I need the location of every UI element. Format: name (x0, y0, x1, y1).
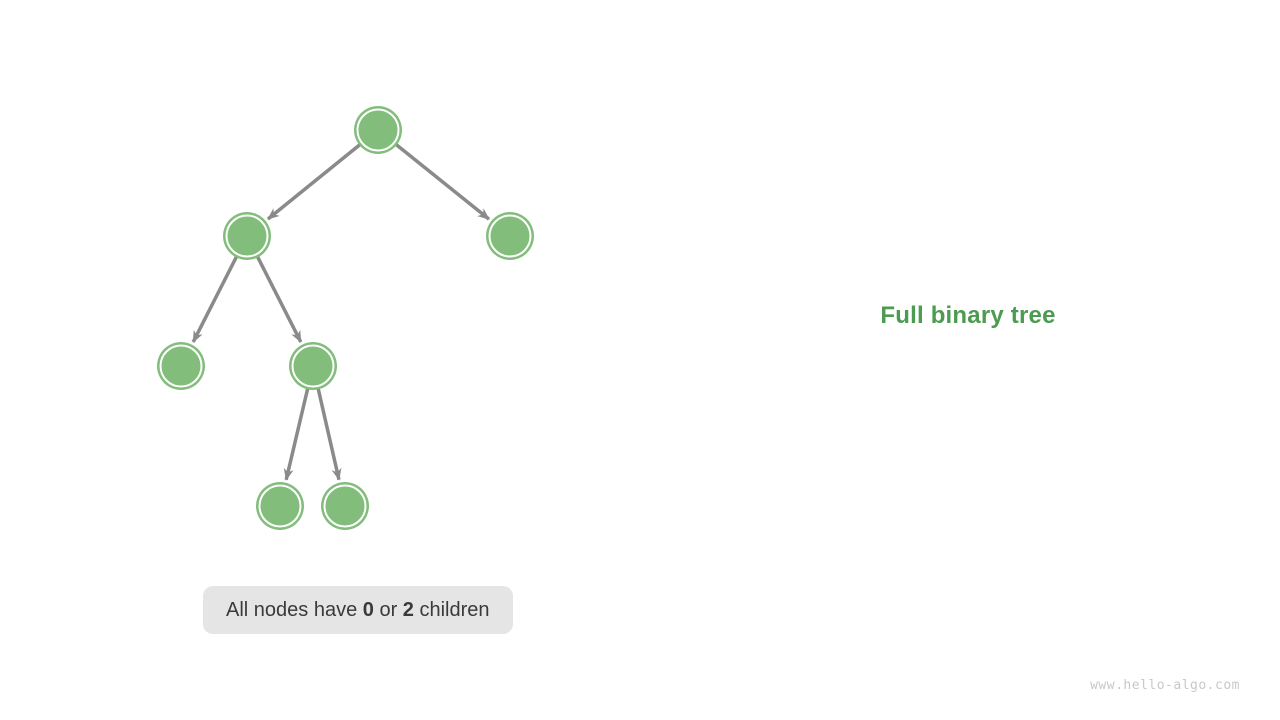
caption-text-3: children (413, 598, 490, 621)
figure-title: Full binary tree (880, 302, 1056, 329)
tree-node (289, 342, 337, 390)
caption-text-1: All nodes have (226, 598, 363, 621)
node-inner-ring (258, 484, 302, 528)
node-inner-ring (356, 108, 400, 152)
node-inner-ring (323, 484, 367, 528)
watermark: www.hello-algo.com (1090, 678, 1240, 693)
node-inner-ring (488, 214, 532, 258)
tree-node (486, 212, 534, 260)
caption-bold-2: 2 (402, 598, 414, 621)
tree-node (321, 482, 369, 530)
tree-node (157, 342, 205, 390)
caption-pill: All nodes have 0 or 2 children (203, 586, 513, 634)
tree-node (354, 106, 402, 154)
tree-node (256, 482, 304, 530)
node-inner-ring (159, 344, 203, 388)
caption-text-2: or (373, 598, 403, 621)
caption-bold-0: 0 (362, 598, 374, 621)
node-inner-ring (291, 344, 335, 388)
tree-node (223, 212, 271, 260)
tree-nodes (157, 106, 534, 530)
node-inner-ring (225, 214, 269, 258)
tree-edges (191, 128, 491, 481)
